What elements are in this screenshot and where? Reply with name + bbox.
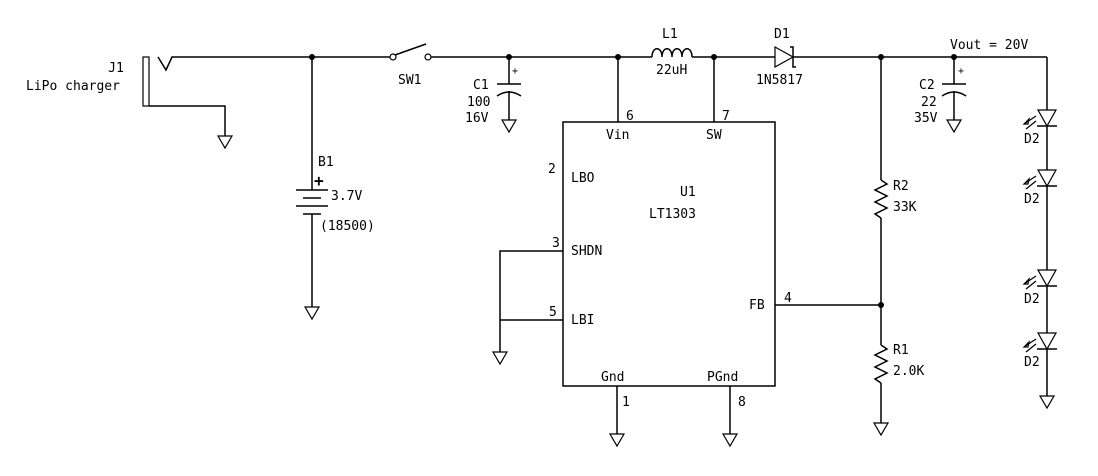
r1-ref: R1 <box>893 343 909 358</box>
inductor-l1 <box>651 48 775 58</box>
d1-ref: D1 <box>774 27 790 42</box>
sw1-ref: SW1 <box>398 73 421 88</box>
pin-lbo-label: LBO <box>571 171 595 186</box>
b1-note: (18500) <box>320 219 375 234</box>
c1-plus: + <box>512 66 518 77</box>
c2-voltage: 35V <box>914 111 938 126</box>
c2-value: 22 <box>921 95 937 110</box>
r1-value: 2.0K <box>893 364 924 379</box>
b1-value: 3.7V <box>331 189 362 204</box>
d1-value: 1N5817 <box>756 73 803 88</box>
pin-7-number: 7 <box>722 109 730 124</box>
pin-8-number: 8 <box>738 395 746 410</box>
diode-d1 <box>774 45 1047 69</box>
pin-fb-label: FB <box>749 298 765 313</box>
pin-5-number: 5 <box>549 305 557 320</box>
pin-1-number: 1 <box>622 395 630 410</box>
u1-value: LT1303 <box>649 207 696 222</box>
led-d2: D2 <box>1022 332 1058 396</box>
c1-ref: C1 <box>473 78 489 93</box>
pin-gnd-label: Gnd <box>601 370 624 385</box>
led-ref: D2 <box>1024 132 1040 147</box>
jack-j1 <box>142 56 390 150</box>
b1-ref: B1 <box>318 155 334 170</box>
pin-lbi-label: LBI <box>571 313 594 328</box>
pin-2-number: 2 <box>548 162 556 177</box>
resistor-r2 <box>873 54 889 305</box>
c1-value: 100 <box>467 95 490 110</box>
led-ref: D2 <box>1024 292 1040 307</box>
c1-voltage: 16V <box>465 111 489 126</box>
r2-value: 33K <box>893 200 917 215</box>
pin-shdn-label: SHDN <box>571 244 602 259</box>
pin-4-number: 4 <box>784 291 792 306</box>
j1-label: LiPo charger <box>26 79 120 94</box>
resistor-r1 <box>872 302 890 437</box>
capacitor-c1 <box>496 54 522 134</box>
led-ref: D2 <box>1024 192 1040 207</box>
b1-plus: + <box>314 171 324 190</box>
pin-3-number: 3 <box>552 236 560 251</box>
ground-symbol <box>1038 395 1056 410</box>
l1-ref: L1 <box>662 27 678 42</box>
capacitor-c2 <box>941 54 967 134</box>
led-d2: D2 <box>1022 109 1058 170</box>
led-d2: D2 <box>1022 269 1058 333</box>
switch-sw1 <box>389 43 652 61</box>
pin-pgnd-label: PGnd <box>707 370 738 385</box>
r2-ref: R2 <box>893 179 909 194</box>
pin-vin-label: Vin <box>606 128 629 143</box>
j1-ref: J1 <box>108 61 124 76</box>
ic-u1 <box>491 121 881 448</box>
vout-label: Vout = 20V <box>950 38 1028 53</box>
led-d2: D2 <box>1022 169 1058 270</box>
u1-ref: U1 <box>680 185 696 200</box>
l1-value: 22uH <box>656 63 687 78</box>
c2-plus: + <box>958 66 964 77</box>
pin-6-number: 6 <box>626 109 634 124</box>
battery-b1 <box>296 54 328 321</box>
c2-ref: C2 <box>919 78 935 93</box>
pin-sw-label: SW <box>706 128 722 143</box>
led-ref: D2 <box>1024 355 1040 370</box>
